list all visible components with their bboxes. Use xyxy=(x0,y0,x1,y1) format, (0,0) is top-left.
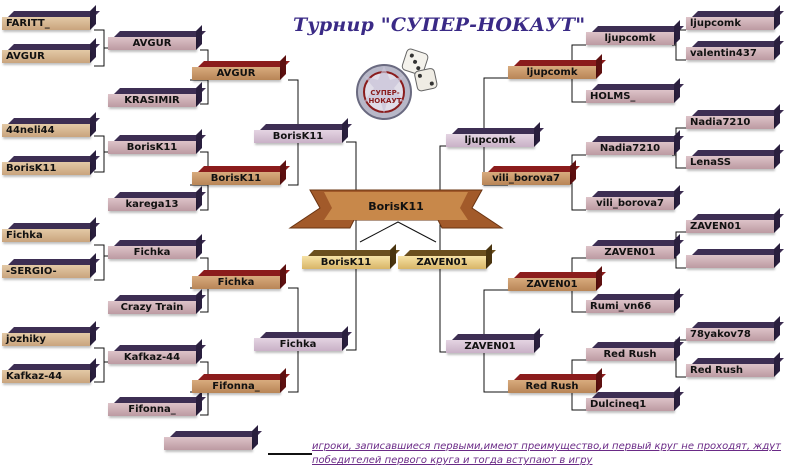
note-line xyxy=(268,453,312,455)
final-left-slot: BorisK11 xyxy=(302,244,400,269)
right-r3-slot: ZAVEN01 xyxy=(508,266,606,291)
right-r3-slot: vili_borova7 xyxy=(482,160,580,185)
right-r4-slot: ZAVEN01 xyxy=(446,328,544,353)
left-r1-slot: jozhiky xyxy=(2,321,100,346)
rules-note: игроки, записавшиеся первыми,имеют преим… xyxy=(312,441,781,466)
left-r2-slot: karega13 xyxy=(108,186,206,211)
right-r1-slot: Red Rush xyxy=(686,352,784,377)
left-r4-slot: Fichka xyxy=(254,326,352,351)
right-r1-slot: 78yakov78 xyxy=(686,316,784,341)
right-r4-slot: ljupcomk xyxy=(446,122,544,147)
right-r3-slot: Red Rush xyxy=(508,368,606,393)
legend-box xyxy=(164,425,262,450)
left-r2-slot: Kafkaz-44 xyxy=(108,339,206,364)
final-right-slot: ZAVEN01 xyxy=(398,244,496,269)
winner-banner: BorisK11 xyxy=(288,186,504,232)
right-r2-slot: ljupcomk xyxy=(586,20,684,45)
right-r2-slot: Dulcineq1 xyxy=(586,386,684,411)
right-r1-slot: Nadia7210 xyxy=(686,104,784,129)
right-r2-slot: HOLMS_ xyxy=(586,78,684,103)
right-r2-slot: Red Rush xyxy=(586,336,684,361)
right-r1-slot xyxy=(686,243,784,268)
left-r1-slot: Fichka xyxy=(2,217,100,242)
left-r3-slot: AVGUR xyxy=(192,55,290,80)
left-r3-slot: Fifonna_ xyxy=(192,368,290,393)
logo-text: СУПЕР-НОКАУТ xyxy=(368,89,402,105)
right-r2-slot: vili_borova7 xyxy=(586,185,684,210)
left-r2-slot: KRASIMIR xyxy=(108,82,206,107)
right-r1-slot: LenaSS xyxy=(686,144,784,169)
right-r1-slot: valentin437 xyxy=(686,35,784,60)
left-r3-slot: Fichka xyxy=(192,264,290,289)
left-r2-slot: AVGUR xyxy=(108,25,206,50)
left-r1-slot: FARITT_ xyxy=(2,5,100,30)
right-r1-slot: ZAVEN01 xyxy=(686,208,784,233)
left-r2-slot: Fichka xyxy=(108,234,206,259)
left-r1-slot: BorisK11 xyxy=(2,150,100,175)
winner-name: BorisK11 xyxy=(368,200,424,213)
left-r3-slot: BorisK11 xyxy=(192,160,290,185)
right-r3-slot: ljupcomk xyxy=(508,54,606,79)
right-r2-slot: Rumi_vn66 xyxy=(586,288,684,313)
left-r1-slot: Kafkaz-44 xyxy=(2,358,100,383)
right-r2-slot: ZAVEN01 xyxy=(586,234,684,259)
left-r1-slot: 44neli44 xyxy=(2,112,100,137)
left-r2-slot: Crazy Train xyxy=(108,289,206,314)
left-r4-slot: BorisK11 xyxy=(254,118,352,143)
tournament-logo: СУПЕР-НОКАУТ xyxy=(354,46,444,124)
left-r1-slot: -SERGIO- xyxy=(2,253,100,278)
page-title: Турнир "СУПЕР-НОКАУТ" xyxy=(293,14,586,36)
right-r1-slot: ljupcomk xyxy=(686,5,784,30)
right-r2-slot: Nadia7210 xyxy=(586,130,684,155)
left-r1-slot: AVGUR xyxy=(2,38,100,63)
left-r2-slot: Fifonna_ xyxy=(108,391,206,416)
left-r2-slot: BorisK11 xyxy=(108,129,206,154)
